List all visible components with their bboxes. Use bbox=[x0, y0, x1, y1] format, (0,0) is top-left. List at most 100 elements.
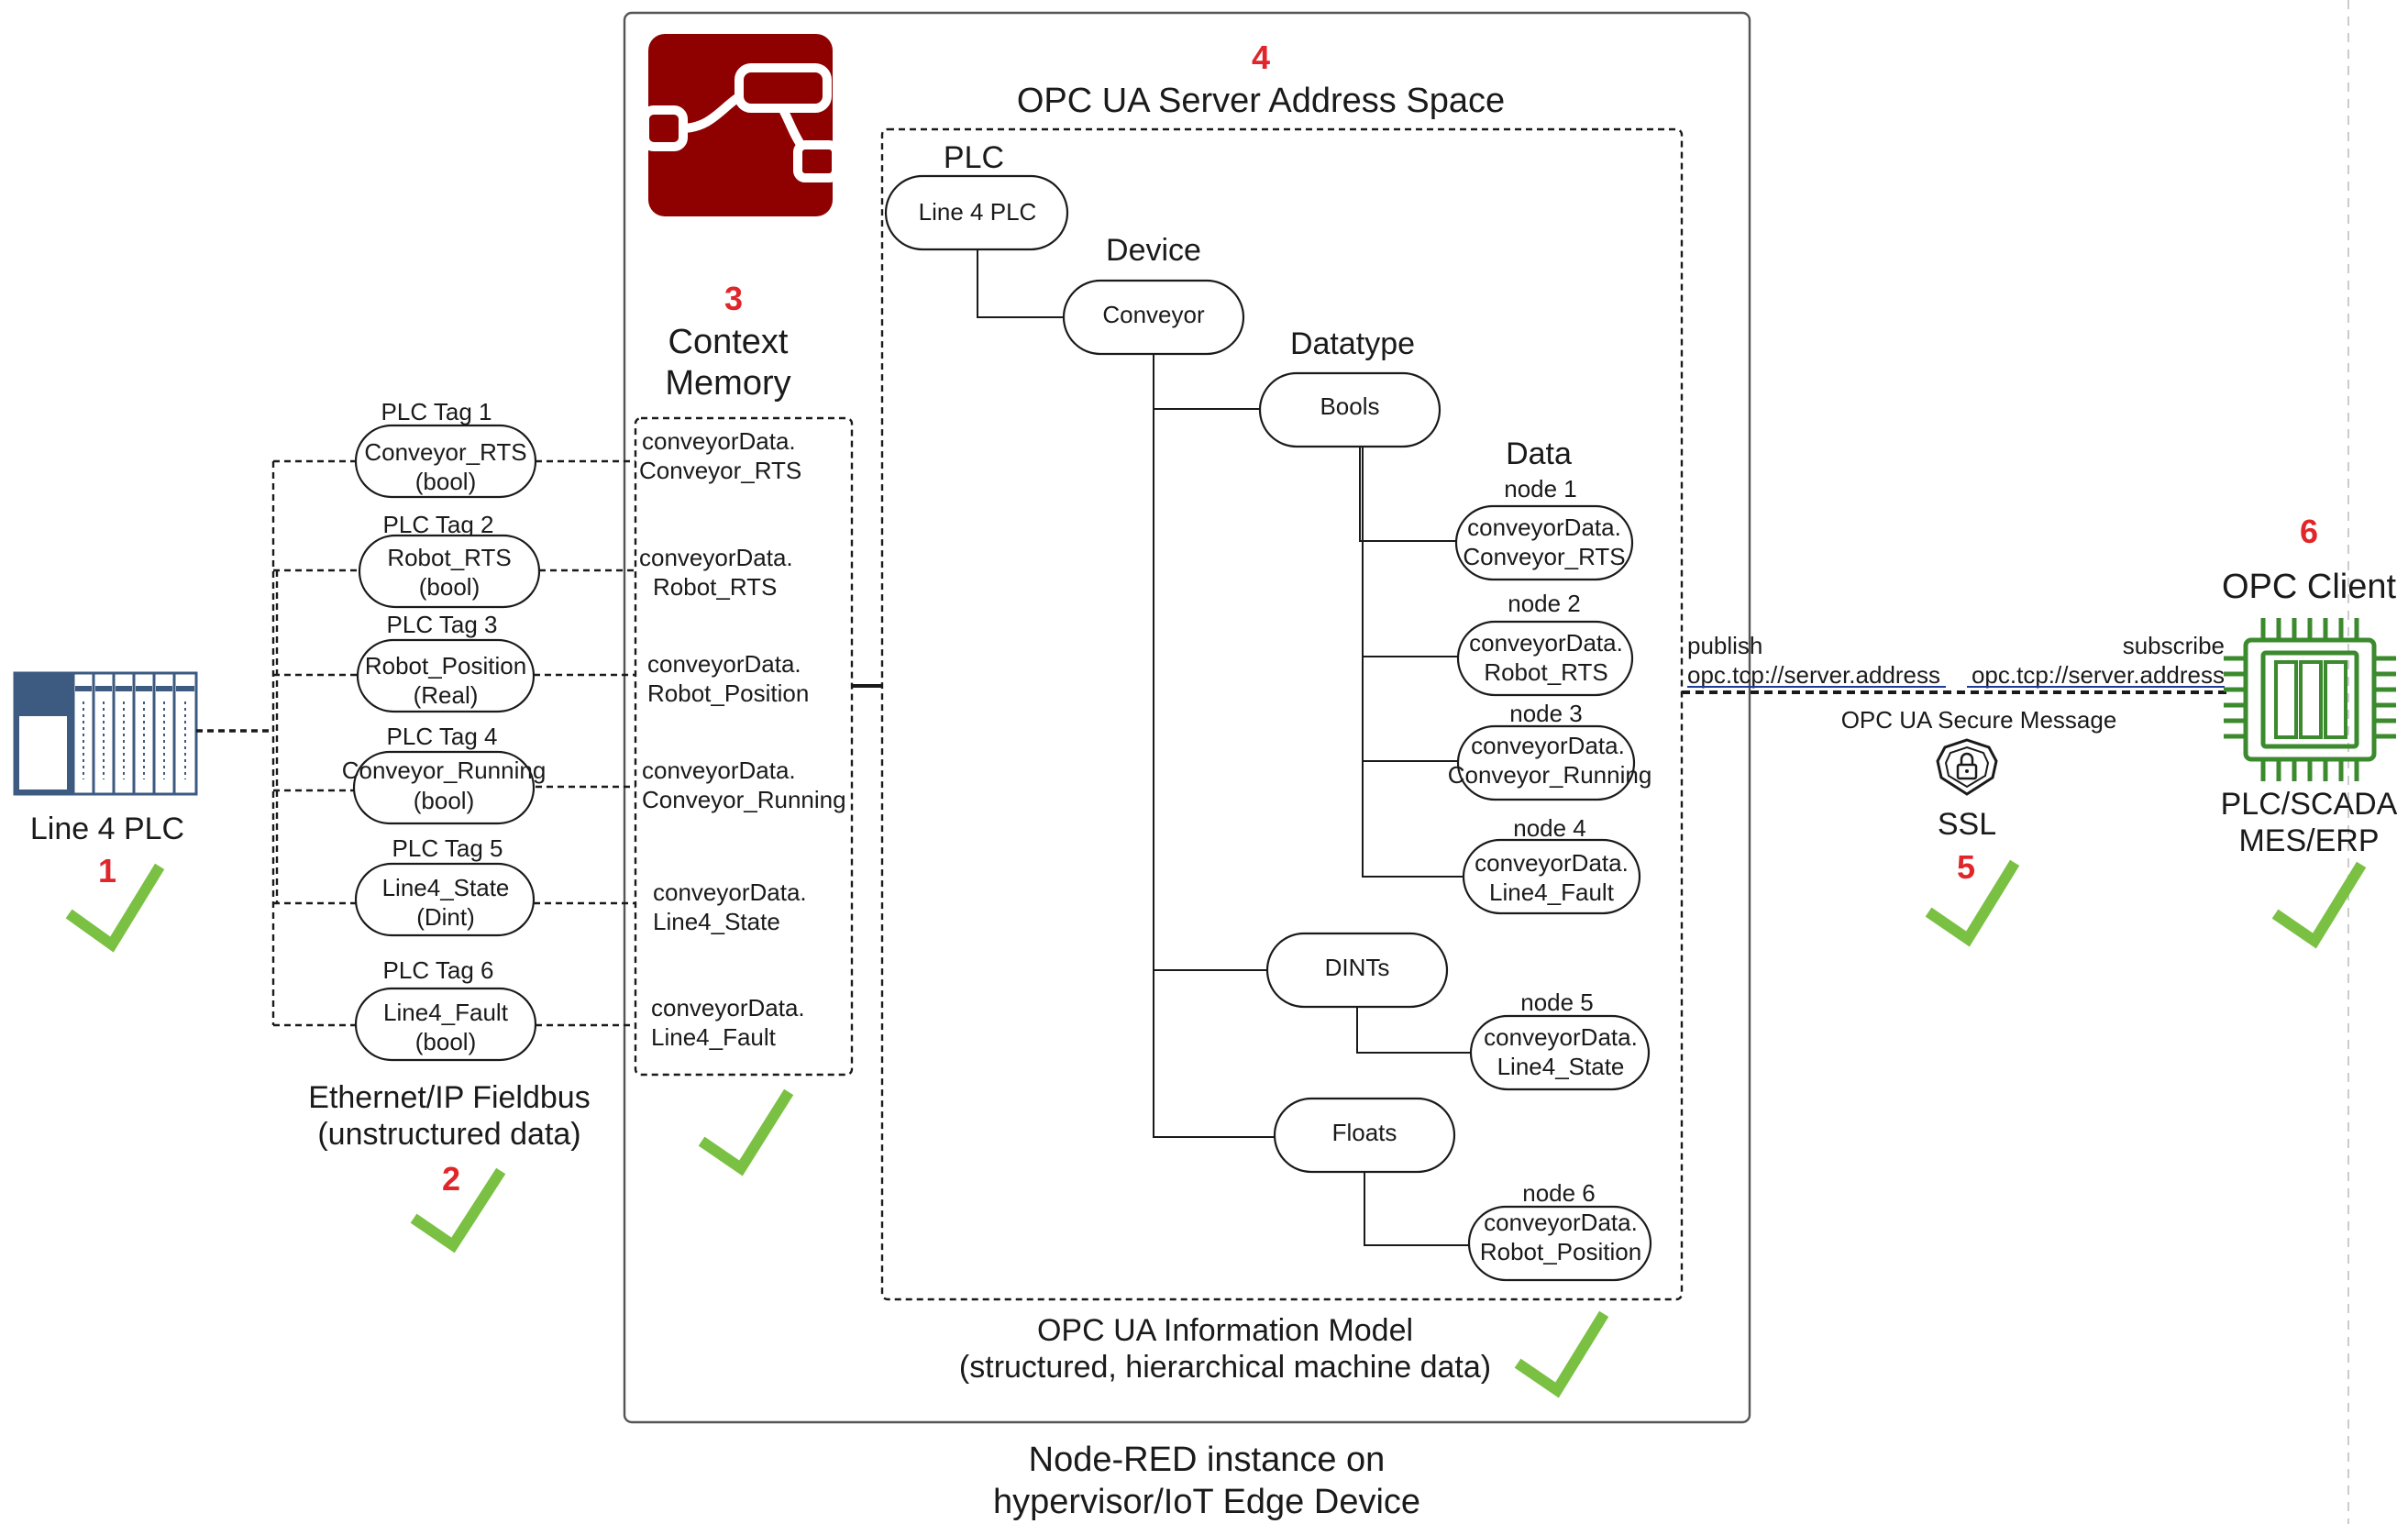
svg-text:conveyorData.: conveyorData. bbox=[647, 650, 801, 678]
plc-tag-title: PLC Tag 3 bbox=[387, 611, 498, 638]
svg-text:conveyorData.: conveyorData. bbox=[1484, 1209, 1638, 1236]
group-dints: DINTs bbox=[1265, 932, 1449, 1009]
svg-text:node 4: node 4 bbox=[1513, 814, 1586, 842]
data-node-2: node 2 conveyorData. Robot_RTS bbox=[1456, 590, 1634, 697]
plc-tag-title: PLC Tag 1 bbox=[381, 398, 492, 425]
svg-text:node 2: node 2 bbox=[1508, 590, 1581, 617]
svg-text:Floats: Floats bbox=[1332, 1119, 1397, 1146]
step-number-3: 3 bbox=[724, 280, 743, 317]
svg-text:node 1: node 1 bbox=[1504, 475, 1577, 502]
plc-rack-icon bbox=[13, 671, 198, 796]
plc-tag-type: (bool) bbox=[414, 787, 474, 814]
step-number-1: 1 bbox=[98, 852, 116, 889]
subscribe-address: opc.tcp://server.address bbox=[1972, 661, 2225, 689]
svg-text:node 6: node 6 bbox=[1522, 1179, 1596, 1207]
information-model-label: OPC UA Information Model bbox=[1037, 1313, 1413, 1348]
plc-tag-name: Conveyor_Running bbox=[342, 756, 547, 784]
secure-message-label: OPC UA Secure Message bbox=[1841, 706, 2117, 734]
tree-connectors bbox=[977, 248, 1471, 1246]
group-bools: Bools bbox=[1258, 371, 1441, 448]
data-node-4: node 4 conveyorData. Line4_Fault bbox=[1462, 814, 1641, 915]
svg-text:conveyorData.: conveyorData. bbox=[653, 878, 807, 906]
svg-text:conveyorData.: conveyorData. bbox=[1469, 629, 1623, 657]
fieldbus-label: Ethernet/IP Fieldbus bbox=[308, 1080, 590, 1115]
svg-text:Conveyor_RTS: Conveyor_RTS bbox=[639, 457, 801, 484]
plc-tag-title: PLC Tag 4 bbox=[387, 723, 498, 750]
svg-text:Line4_State: Line4_State bbox=[1497, 1053, 1625, 1080]
svg-text:conveyorData.: conveyorData. bbox=[1484, 1023, 1638, 1051]
plc-node: Line 4 PLC bbox=[884, 174, 1069, 251]
plc-label: Line 4 PLC bbox=[30, 812, 184, 846]
svg-text:conveyorData.: conveyorData. bbox=[1475, 849, 1629, 877]
svg-text:Robot_Position: Robot_Position bbox=[647, 679, 809, 707]
svg-text:Robot_Position: Robot_Position bbox=[1480, 1238, 1641, 1265]
group-floats: Floats bbox=[1273, 1097, 1456, 1174]
plc-tag-title: PLC Tag 6 bbox=[383, 956, 494, 984]
checkmark-5 bbox=[1925, 859, 2020, 947]
context-entry-1: conveyorData. Conveyor_RTS bbox=[639, 427, 801, 484]
svg-text:conveyorData.: conveyorData. bbox=[1471, 732, 1625, 759]
data-heading: Data bbox=[1506, 436, 1572, 471]
data-node-5: node 5 conveyorData. Line4_State bbox=[1469, 988, 1651, 1091]
plc-tag-title: PLC Tag 2 bbox=[383, 511, 494, 538]
plc-tag-6: PLC Tag 6 Line4_Fault (bool) bbox=[354, 956, 537, 1062]
client-label: PLC/SCADA bbox=[2221, 787, 2398, 822]
plc-tag-name: Conveyor_RTS bbox=[364, 438, 526, 466]
device-heading: Device bbox=[1106, 233, 1201, 268]
node-red-sublabel: hypervisor/IoT Edge Device bbox=[993, 1483, 1420, 1521]
plc-tag-4: PLC Tag 4 Conveyor_Running (bool) bbox=[342, 723, 547, 825]
step-number-4: 4 bbox=[1252, 39, 1270, 76]
node-red-logo-icon bbox=[640, 34, 841, 216]
datatype-heading: Datatype bbox=[1290, 326, 1415, 361]
context-entry-2: conveyorData. Robot_RTS bbox=[639, 544, 793, 601]
svg-text:Conveyor_Running: Conveyor_Running bbox=[1448, 761, 1652, 789]
svg-text:Line4_Fault: Line4_Fault bbox=[1489, 878, 1615, 906]
context-entry-5: conveyorData. Line4_State bbox=[653, 878, 807, 935]
address-space-title: OPC UA Server Address Space bbox=[1017, 82, 1505, 120]
svg-text:conveyorData.: conveyorData. bbox=[1467, 514, 1621, 541]
svg-text:conveyorData.: conveyorData. bbox=[639, 544, 793, 571]
checkmark-1 bbox=[65, 863, 165, 953]
svg-text:Robot_RTS: Robot_RTS bbox=[653, 573, 777, 601]
context-memory-title: Context bbox=[668, 323, 789, 361]
svg-text:Robot_RTS: Robot_RTS bbox=[1484, 658, 1607, 686]
node-red-label: Node-RED instance on bbox=[1029, 1441, 1386, 1479]
plc-tag-type: (bool) bbox=[415, 468, 476, 495]
ssl-label: SSL bbox=[1938, 807, 1996, 842]
data-node-3: node 3 conveyorData. Conveyor_Running bbox=[1448, 700, 1652, 801]
step-number-6: 6 bbox=[2300, 513, 2318, 550]
context-memory-box bbox=[634, 416, 854, 1077]
processor-chip-icon bbox=[2224, 618, 2396, 781]
checkmark-2 bbox=[410, 1167, 506, 1253]
address-space-box bbox=[880, 127, 1684, 1301]
fieldbus-sublabel: (unstructured data) bbox=[317, 1117, 580, 1152]
client-title: OPC Client bbox=[2222, 568, 2396, 606]
device-node: Conveyor bbox=[1062, 279, 1245, 356]
svg-text:Bools: Bools bbox=[1320, 392, 1379, 420]
plc-tag-5: PLC Tag 5 Line4_State (Dint) bbox=[354, 834, 536, 937]
context-entry-4: conveyorData. Conveyor_Running bbox=[642, 756, 846, 813]
svg-text:Conveyor_RTS: Conveyor_RTS bbox=[1463, 543, 1625, 570]
svg-text:conveyorData.: conveyorData. bbox=[651, 994, 805, 1022]
plc-tag-1: PLC Tag 1 Conveyor_RTS (bool) bbox=[354, 398, 537, 499]
plc-tag-2: PLC Tag 2 Robot_RTS (bool) bbox=[358, 511, 541, 609]
plc-tag-name: Robot_Position bbox=[365, 652, 526, 679]
subscribe-label: subscribe bbox=[2123, 632, 2225, 659]
publish-address: opc.tcp://server.address bbox=[1687, 661, 1940, 689]
svg-text:node 5: node 5 bbox=[1520, 988, 1594, 1016]
checkmark-3 bbox=[698, 1088, 794, 1176]
plc-tag-type: (bool) bbox=[419, 573, 480, 601]
svg-text:Line4_State: Line4_State bbox=[653, 908, 780, 935]
svg-text:Conveyor: Conveyor bbox=[1102, 301, 1205, 328]
data-node-6: node 6 conveyorData. Robot_Position bbox=[1467, 1179, 1652, 1282]
step-number-5: 5 bbox=[1957, 848, 1975, 886]
context-entry-6: conveyorData. Line4_Fault bbox=[651, 994, 805, 1051]
svg-text:conveyorData.: conveyorData. bbox=[642, 427, 796, 455]
node-red-instance-box bbox=[623, 11, 1751, 1424]
plc-tag-title: PLC Tag 5 bbox=[392, 834, 503, 862]
ssl-lock-shield-icon bbox=[1936, 738, 1998, 796]
data-node-1: node 1 conveyorData. Conveyor_RTS bbox=[1454, 475, 1634, 581]
svg-text:Conveyor_Running: Conveyor_Running bbox=[642, 786, 846, 813]
publish-label: publish bbox=[1687, 632, 1762, 659]
